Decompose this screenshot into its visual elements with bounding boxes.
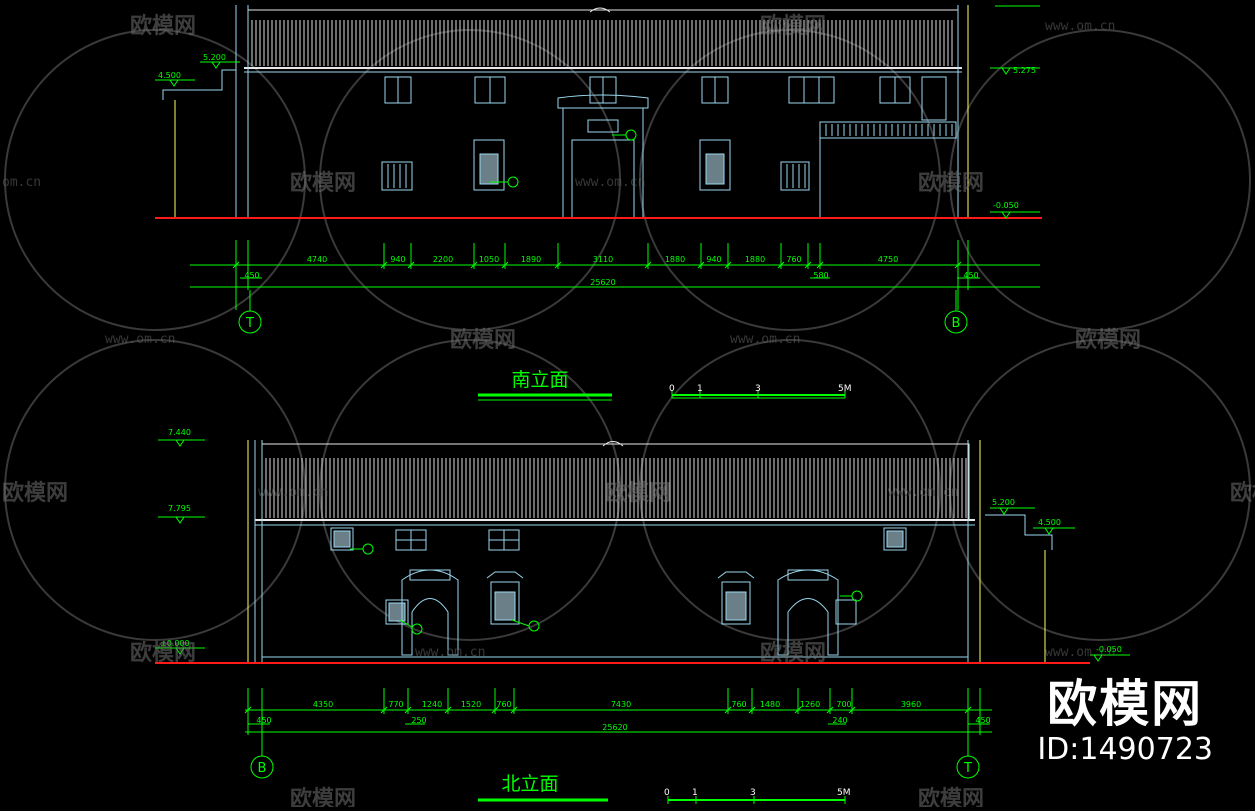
dimension-label: 2200: [433, 255, 453, 264]
watermark-overlay: 欧模网 欧模网 www.om.cn om.cn 欧模网 www.om.cn 欧模…: [2, 13, 1255, 811]
watermark-brand: 欧模网: [605, 480, 671, 506]
dimension-label: 1260: [800, 700, 820, 709]
level-label: -0.050: [1096, 645, 1122, 654]
scale-bar-label: 3: [750, 788, 756, 798]
watermark-logo: 欧模网 ID:1490723: [1037, 676, 1213, 768]
watermark-url: www.om.cn: [105, 332, 175, 347]
dimension-label: 450: [256, 716, 271, 725]
scale-bar-label: 1: [697, 384, 703, 394]
watermark-brand: 欧模网: [2, 480, 68, 506]
watermark-url: om.cn: [2, 175, 41, 190]
watermark-url: www.om.cn: [258, 485, 328, 500]
total-dimension-label: 25620: [602, 723, 627, 732]
dimension-label: 940: [706, 255, 721, 264]
drawing-title: 北立面: [501, 773, 558, 795]
watermark-url: www.om.cn: [730, 332, 800, 347]
axis-bubble-label: T: [963, 761, 972, 776]
dimension-label: 1240: [422, 700, 442, 709]
drawing-title: 南立面: [511, 369, 568, 391]
scale-bar-label: 5M: [837, 788, 851, 798]
dimension-label: 940: [390, 255, 405, 264]
watermark-brand: 欧模网: [1230, 480, 1255, 506]
dimension-label: 1880: [665, 255, 685, 264]
watermark-brand: 欧模网: [1075, 327, 1141, 353]
dimension-label: 450: [963, 271, 978, 280]
scale-bar-label: 5M: [838, 384, 852, 394]
scale-bar-label: 1: [692, 788, 698, 798]
watermark-brand: 欧模网: [130, 640, 196, 666]
dimension-label: 580: [813, 271, 828, 280]
south-elevation: 5.200 4.500 5.275 -0.050 4740 940 2200 1…: [155, 5, 1042, 401]
scale-bar-label: 0: [664, 788, 670, 798]
scale-bar-label: 3: [755, 384, 761, 394]
dimension-label: 450: [244, 271, 259, 280]
dimension-label: 3960: [901, 700, 921, 709]
watermark-brand: 欧模网: [290, 786, 356, 807]
scale-bar-label: 0: [669, 384, 675, 394]
dimension-label: 700: [836, 700, 851, 709]
watermark-brand: 欧模网: [290, 170, 356, 196]
watermark-url: www.om.cn: [1045, 645, 1115, 660]
level-label: 5.275: [1013, 66, 1036, 75]
watermark-url: www.om.cn: [888, 485, 958, 500]
dimension-label: 770: [388, 700, 403, 709]
dimension-label: 1890: [521, 255, 541, 264]
dimension-label: 1480: [760, 700, 780, 709]
level-label: 4.500: [1038, 518, 1061, 527]
watermark-brand: 欧模网: [450, 327, 516, 353]
watermark-brand: 欧模网: [760, 13, 826, 39]
level-label: -0.050: [993, 201, 1019, 210]
level-label: 7.795: [168, 504, 191, 513]
watermark-brand: 欧模网: [918, 786, 984, 807]
level-label: 4.500: [158, 71, 181, 80]
dimension-label: 760: [786, 255, 801, 264]
dimension-label: 760: [731, 700, 746, 709]
watermark-circles: [4, 29, 1251, 641]
watermark-logo-name: 欧模网: [1047, 675, 1204, 733]
watermark-url: www.om.cn: [415, 645, 485, 660]
dimension-label: 240: [832, 716, 847, 725]
dimension-label: 3110: [593, 255, 613, 264]
level-label: 7.440: [168, 428, 191, 437]
dimension-label: 760: [496, 700, 511, 709]
dimension-label: 1520: [461, 700, 481, 709]
watermark-brand: 欧模网: [130, 13, 196, 39]
dimension-label: 4740: [307, 255, 327, 264]
north-elevation: 7.440 7.795 5.200 4.500 ±0.000 -0.050 43…: [155, 428, 1130, 804]
axis-bubble-label: T: [245, 316, 254, 331]
level-label: ±0.000: [160, 639, 190, 648]
dimension-label: 1880: [745, 255, 765, 264]
watermark-url: www.om.cn: [575, 175, 645, 190]
dimension-label: 4350: [313, 700, 333, 709]
watermark-url: www.om.cn: [1045, 19, 1115, 34]
watermark-brand: 欧模网: [918, 170, 984, 196]
dimension-label: 4750: [878, 255, 898, 264]
dimension-label: 450: [975, 716, 990, 725]
watermark-id: ID:1490723: [1037, 732, 1213, 767]
dimension-label: 1050: [479, 255, 499, 264]
dimension-label: 250: [411, 716, 426, 725]
level-label: 5.200: [203, 53, 226, 62]
axis-bubble-label: B: [952, 316, 961, 331]
axis-bubble-label: B: [258, 761, 267, 776]
watermark-brand: 欧模网: [760, 640, 826, 666]
total-dimension-label: 25620: [590, 278, 615, 287]
level-label: 5.200: [992, 498, 1015, 507]
dimension-label: 7430: [611, 700, 631, 709]
